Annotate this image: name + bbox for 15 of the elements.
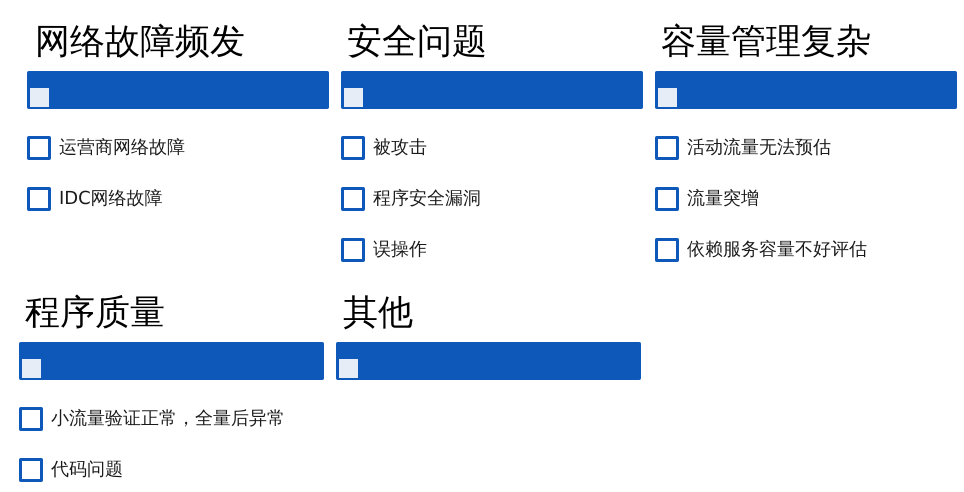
- checklist-item: 小流量验证正常，全量后异常: [51, 407, 285, 431]
- section-heading: 网络故障频发: [35, 25, 245, 60]
- section-heading: 容量管理复杂: [661, 25, 871, 60]
- checklist-item: 代码问题: [51, 458, 123, 482]
- section-heading: 安全问题: [347, 25, 487, 60]
- checklist-item: 误操作: [373, 238, 427, 262]
- checklist-item: 被攻击: [373, 136, 427, 160]
- checklist-item: 流量突增: [687, 187, 759, 211]
- section-heading: 程序质量: [25, 296, 165, 331]
- checklist-item: 依赖服务容量不好评估: [687, 238, 867, 262]
- section-heading: 其他: [343, 296, 413, 331]
- checklist-item: 程序安全漏洞: [373, 187, 481, 211]
- checklist-item: IDC网络故障: [59, 187, 163, 211]
- checklist-item: 运营商网络故障: [59, 136, 185, 160]
- checklist-item: 活动流量无法预估: [687, 136, 831, 160]
